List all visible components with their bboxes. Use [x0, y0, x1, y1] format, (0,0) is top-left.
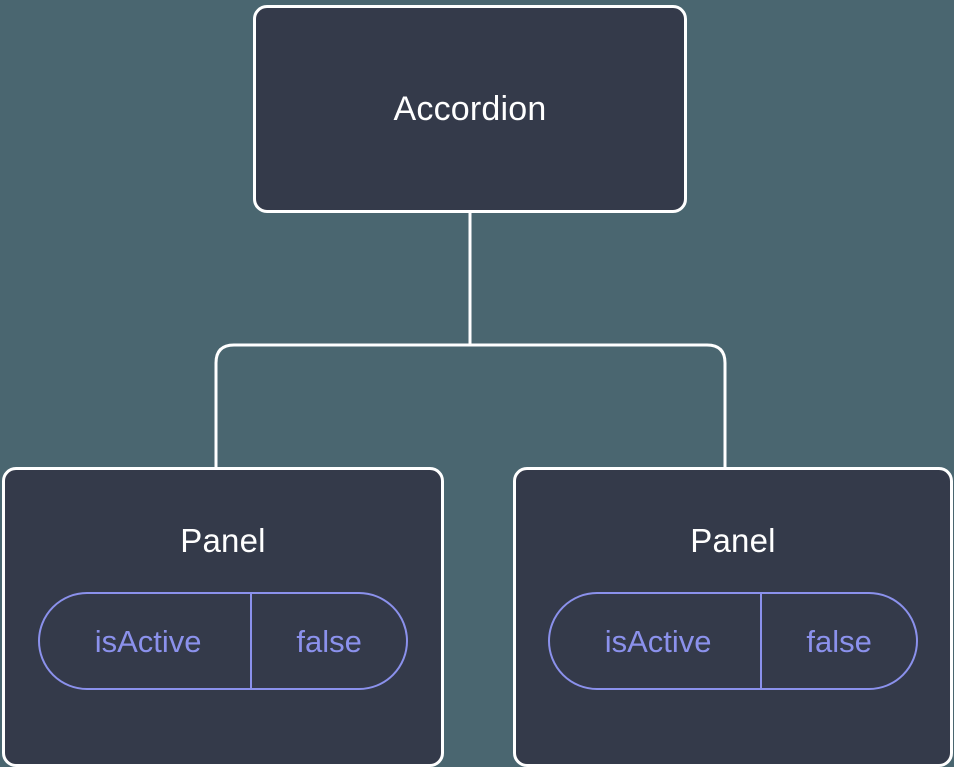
node-panel-2-title: Panel	[690, 522, 776, 559]
state-badge-panel-2-value: false	[806, 623, 872, 659]
state-badge-panel-2[interactable]: isActive false	[548, 592, 918, 690]
state-badge-panel-2-key: isActive	[550, 594, 763, 688]
state-badge-panel-1-value: false	[296, 623, 362, 659]
node-accordion-title: Accordion	[393, 90, 547, 128]
node-panel-1-title: Panel	[180, 522, 266, 559]
edge-root-to-panel-right	[470, 343, 727, 468]
state-badge-panel-1[interactable]: isActive false	[38, 592, 408, 690]
edge-root-to-panel-left	[214, 343, 470, 468]
node-panel-2[interactable]: Panel isActive false	[513, 467, 953, 767]
node-panel-1[interactable]: Panel isActive false	[2, 467, 444, 767]
state-badge-panel-1-key: isActive	[40, 594, 253, 688]
component-tree-canvas: Accordion Panel isActive false Panel isA…	[2, 5, 953, 767]
node-accordion[interactable]: Accordion	[253, 5, 687, 213]
